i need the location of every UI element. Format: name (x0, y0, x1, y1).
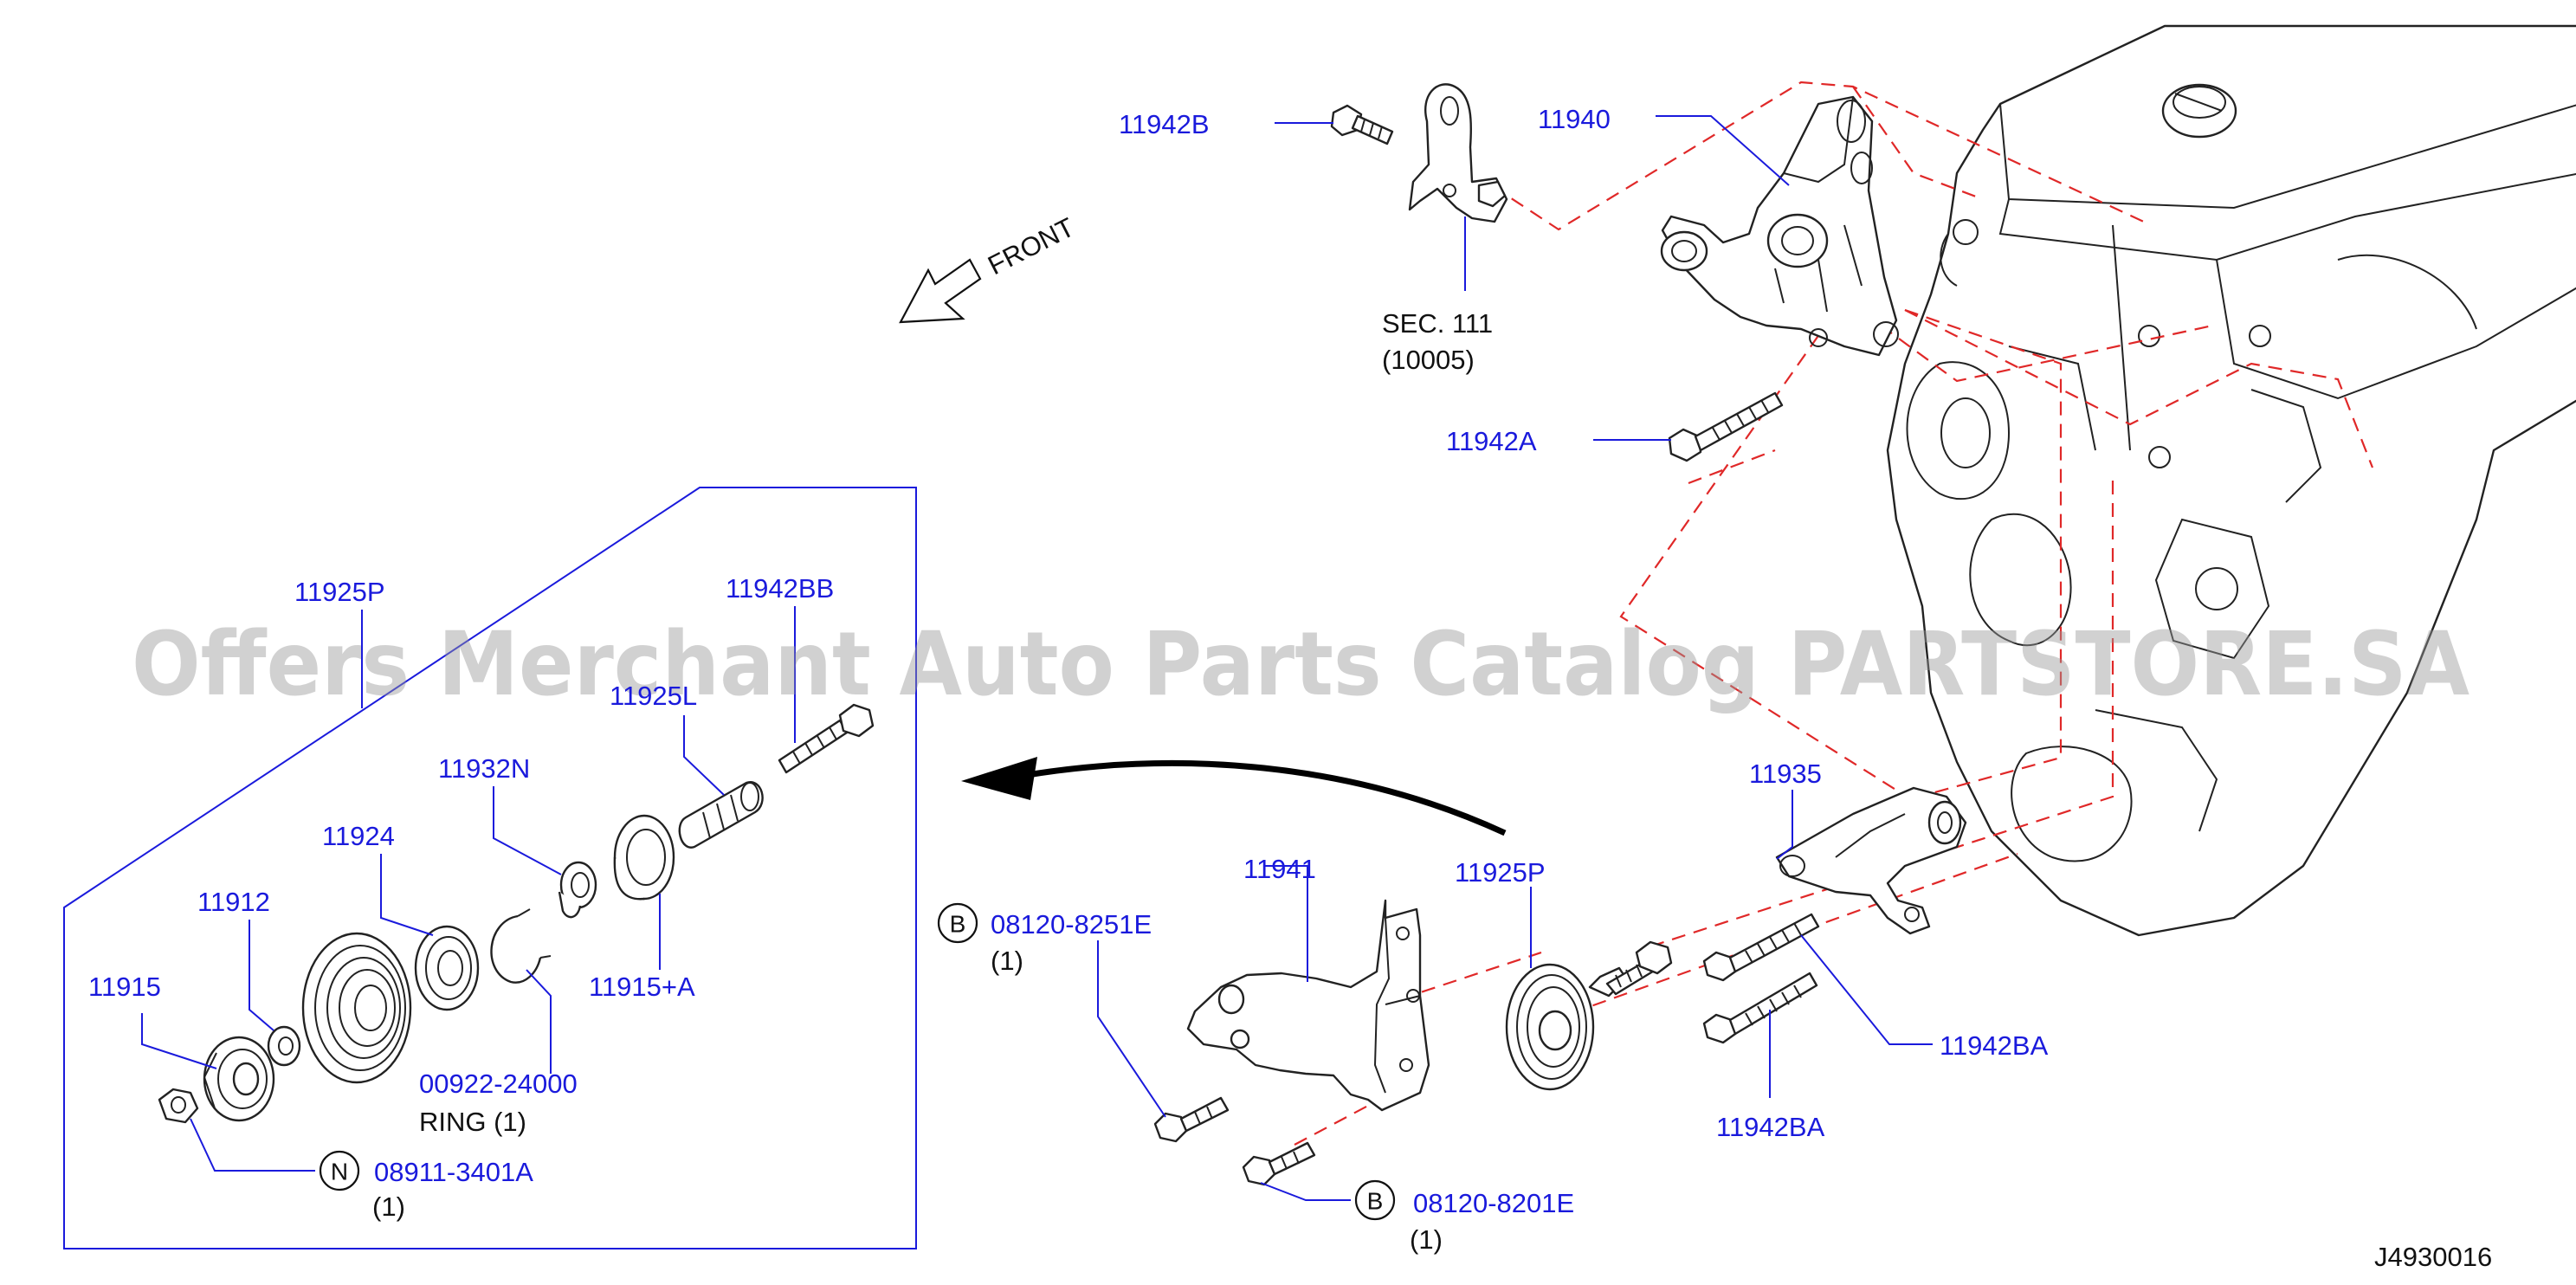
label-00922-24000[interactable]: 00922-24000 (419, 1069, 578, 1099)
label-11942ba-upper[interactable]: 11942BA (1940, 1030, 2049, 1061)
nut-08911-icon (158, 1088, 199, 1124)
label-sec-111: SEC. 111 (1382, 308, 1493, 339)
label-11940[interactable]: 11940 (1538, 104, 1611, 134)
snap-ring-00922-icon (490, 908, 552, 984)
phantom-lines (1294, 81, 2374, 1146)
bracket-11935-icon (1775, 786, 1967, 935)
front-arrow-icon (899, 258, 982, 324)
label-11925p-inset[interactable]: 11925P (294, 577, 385, 607)
bolt-11942b-icon (1330, 104, 1394, 145)
idler-pulley-11925p-icon (1505, 940, 1673, 1091)
bolt-11942ba-upper-icon (1702, 913, 1820, 982)
cover-11915-icon (203, 1036, 275, 1122)
bearing-11924-icon (414, 925, 480, 1011)
label-sec-10005: (10005) (1382, 345, 1475, 375)
watermark-text: Offers Merchant Auto Parts Catalog PARTS… (132, 613, 2469, 716)
label-08120-8251e[interactable]: 08120-8251E (991, 909, 1152, 940)
label-08911-qty: (1) (372, 1191, 405, 1222)
bracket-11941-icon (1186, 899, 1430, 1112)
bolt-11942ba-lower-icon (1702, 972, 1818, 1044)
bolt-08120-8251e-icon (1153, 1096, 1230, 1143)
marker-b-8251e: B (937, 902, 978, 944)
label-11925l[interactable]: 11925L (610, 681, 697, 711)
label-11924[interactable]: 11924 (322, 821, 395, 851)
leader-lines (141, 115, 1933, 1201)
label-08120-8201e[interactable]: 08120-8201E (1413, 1188, 1574, 1218)
engine-block (1886, 24, 2576, 937)
marker-b-8201e: B (1354, 1179, 1396, 1221)
label-11941[interactable]: 11941 (1243, 854, 1316, 884)
label-ring-qty: RING (1) (419, 1107, 526, 1137)
label-11915[interactable]: 11915 (88, 972, 161, 1002)
label-11942ba-lower[interactable]: 11942BA (1716, 1112, 1825, 1142)
label-11935[interactable]: 11935 (1749, 759, 1822, 789)
label-08120-8201e-qty: (1) (1410, 1224, 1443, 1255)
spacer-11932n-icon (558, 861, 597, 919)
label-11942b[interactable]: 11942B (1119, 109, 1210, 139)
inset-panel (63, 487, 917, 1249)
pulley-wheel-icon (301, 932, 412, 1084)
collar-11925l-icon (678, 781, 764, 849)
label-08120-8251e-qty: (1) (991, 946, 1023, 976)
label-08911-3401a[interactable]: 08911-3401A (374, 1157, 533, 1187)
marker-n-08911-letter: N (331, 1159, 348, 1185)
sec-111-bracket-icon (1408, 83, 1508, 223)
marker-n-08911: N (319, 1150, 360, 1191)
label-11942a[interactable]: 11942A (1446, 426, 1537, 456)
bracket-11940-icon (1660, 95, 1899, 357)
washer-11912-icon (267, 1025, 301, 1067)
label-11932n[interactable]: 11932N (438, 753, 530, 784)
marker-b-8201e-letter: B (1367, 1188, 1384, 1215)
marker-b-8251e-letter: B (950, 911, 966, 938)
spacer-11915plusa-icon (613, 814, 675, 901)
diagram-id: J4930016 (2374, 1242, 2492, 1272)
front-label: FRONT (983, 212, 1079, 281)
label-11912[interactable]: 11912 (197, 887, 270, 917)
bolt-11942bb-icon (778, 703, 875, 774)
label-11925p-main[interactable]: 11925P (1455, 857, 1546, 888)
bolt-11942a-icon (1668, 391, 1784, 462)
label-11942bb[interactable]: 11942BB (726, 573, 834, 604)
curved-arrow-icon (961, 757, 1507, 836)
label-11915plusa[interactable]: 11915+A (589, 972, 695, 1002)
bolt-08120-8201e-icon (1242, 1141, 1316, 1186)
